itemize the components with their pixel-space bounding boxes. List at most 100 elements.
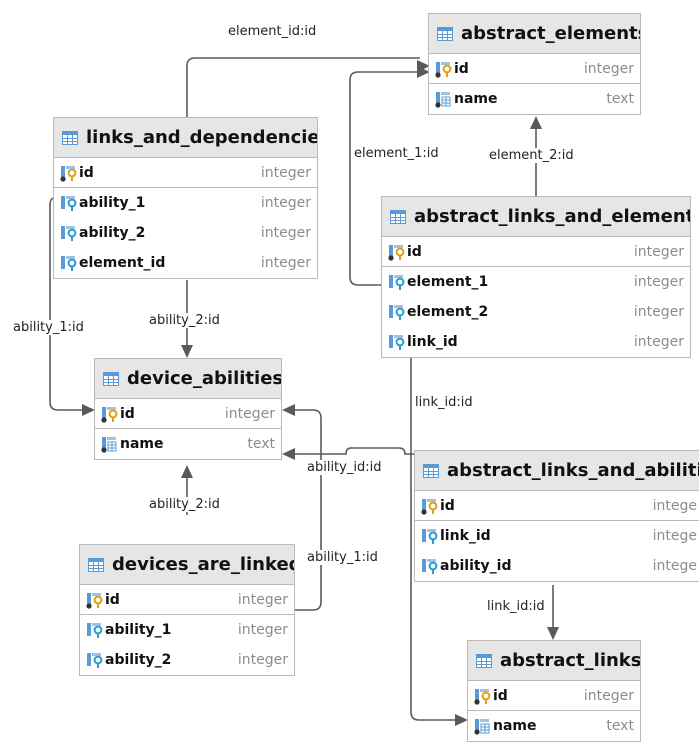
connector-element-1 [349, 71, 420, 286]
relation-label-element-1: element_1:id [353, 146, 440, 161]
table-icon [423, 463, 439, 479]
foreign-key-icon [86, 622, 103, 638]
relation-label-link-id: link_id:id [414, 395, 474, 410]
foreign-key-icon [421, 558, 438, 574]
table-header[interactable]: abstract_links_and_elements [382, 197, 690, 237]
column-type: text [606, 718, 634, 734]
column-row[interactable]: id intege [415, 491, 699, 521]
table-header[interactable]: abstract_elements [429, 14, 640, 54]
table-icon [88, 557, 104, 573]
column-type: integer [237, 622, 288, 638]
column-icon [474, 718, 490, 735]
foreign-key-icon [60, 195, 77, 211]
arrowhead-element-1 [417, 66, 430, 78]
column-type: intege [652, 558, 697, 574]
column-type: integer [260, 195, 311, 211]
table-name: device_abilities [127, 368, 282, 389]
table-name: abstract_elements [461, 23, 641, 44]
relation-label-ld-ability-1: ability_1:id [12, 320, 85, 335]
relation-label-ld-ability-2: ability_2:id [148, 313, 221, 328]
column-row[interactable]: ability_1 integer [80, 615, 294, 645]
table-icon [476, 653, 492, 669]
primary-key-icon [101, 406, 118, 423]
foreign-key-icon [60, 225, 77, 241]
arrowhead-dl-ability-1 [282, 404, 295, 416]
relation-label-dl-ability-1: ability_1:id [306, 550, 379, 565]
foreign-key-icon [388, 274, 405, 290]
column-type: integer [260, 255, 311, 271]
column-type: integer [633, 334, 684, 350]
column-name: id [440, 497, 455, 514]
table-name: abstract_links [500, 650, 641, 671]
table-header[interactable]: abstract_links [468, 641, 640, 681]
column-name: ability_id [440, 558, 512, 574]
column-type: integer [633, 243, 684, 260]
column-row[interactable]: element_2 integer [382, 297, 690, 327]
table-header[interactable]: links_and_dependencies [54, 118, 317, 158]
primary-key-icon [388, 244, 405, 261]
arrowhead-element-2 [530, 116, 542, 129]
table-header[interactable]: devices_are_linked [80, 545, 294, 585]
column-type: integer [633, 304, 684, 320]
table-name: abstract_links_and_abilities [447, 460, 699, 481]
column-name: element_2 [407, 304, 489, 320]
column-type: integer [224, 405, 275, 422]
column-name: name [120, 436, 164, 452]
column-name: ability_1 [105, 622, 172, 638]
relation-label-dl-ability-2: ability_2:id [148, 497, 221, 512]
column-row[interactable]: name text [468, 711, 640, 741]
primary-key-icon [60, 165, 77, 182]
table-icon [390, 209, 406, 225]
relation-label-element-id: element_id:id [227, 24, 318, 39]
connector-ability-id [293, 447, 415, 455]
column-name: ability_2 [79, 225, 146, 241]
column-type: intege [652, 528, 697, 544]
foreign-key-icon [388, 304, 405, 320]
table-icon [103, 371, 119, 387]
column-name: ability_2 [105, 652, 172, 668]
arrowhead-ld-ability-1 [82, 404, 95, 416]
foreign-key-icon [60, 255, 77, 271]
connector-element-id [186, 57, 420, 117]
primary-key-icon [421, 498, 438, 515]
table-name: abstract_links_and_elements [414, 206, 691, 227]
column-name: id [493, 687, 508, 704]
column-type: intege [652, 497, 697, 514]
column-row[interactable]: ability_id intege [415, 551, 699, 581]
table-header[interactable]: device_abilities [95, 359, 281, 399]
primary-key-icon [86, 592, 103, 609]
column-type: integer [633, 274, 684, 290]
foreign-key-icon [388, 334, 405, 350]
column-type: text [606, 91, 634, 107]
arrowhead-ala-link-id [547, 627, 559, 640]
column-name: name [493, 718, 537, 734]
table-header[interactable]: abstract_links_and_abilities [415, 451, 699, 491]
table-name: devices_are_linked [112, 554, 295, 575]
foreign-key-icon [86, 652, 103, 668]
arrowhead-ld-ability-2 [181, 345, 193, 358]
table-icon [437, 26, 453, 42]
